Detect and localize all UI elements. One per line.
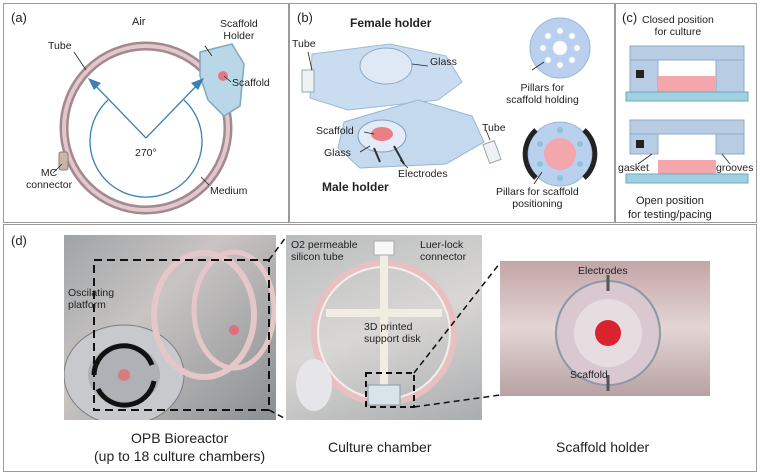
tube-label: Tube [48, 40, 72, 52]
pillars-positioning-label: Pillars for scaffold positioning [496, 186, 579, 210]
panel-d-label: (d) [11, 233, 27, 248]
oscillating-platform-label: Oscilating platform [68, 287, 115, 311]
scaffold-label-d: Scaffold [570, 369, 608, 381]
tube-left-label: Tube [292, 38, 316, 50]
panel-a: (a) Air Tube Scaffold Holder Scaffold 27… [3, 3, 289, 223]
scaffold-holder-photo [500, 261, 710, 396]
scaffold-label: Scaffold [232, 77, 270, 89]
scaffold-holder-diagram [301, 17, 598, 187]
luer-lock-label: Luer-lock connector [420, 239, 467, 263]
medium-label: Medium [210, 185, 248, 197]
panel-b: (b) [289, 3, 615, 223]
zoom-connectors [268, 236, 501, 420]
panel-c: (c) Closed position for culture gasket g… [615, 3, 757, 223]
bioreactor-ring-diagram [52, 41, 245, 215]
electrodes-label-d: Electrodes [578, 265, 628, 277]
caption-bioreactor: OPB Bioreactor (up to 18 culture chamber… [94, 430, 266, 464]
panel-c-label: (c) [622, 10, 638, 25]
closed-position-label: Closed position for culture [642, 14, 714, 38]
panel-d: (d) Oscilating platform [3, 224, 757, 472]
closure-diagram [625, 45, 749, 184]
support-disk-label: 3D printed support disk [364, 321, 421, 345]
electrodes-label-b: Electrodes [398, 168, 448, 180]
open-position-label: Open position for testing/pacing [628, 195, 712, 221]
gasket-label: gasket [618, 162, 649, 174]
angle-label: 270° [135, 147, 157, 159]
panel-b-label: (b) [297, 10, 313, 25]
female-holder-label: Female holder [350, 16, 432, 30]
scaffold-label-b: Scaffold [316, 125, 354, 137]
bioreactor-photo [64, 235, 276, 420]
glass-bottom-label: Glass [324, 147, 351, 159]
male-holder-label: Male holder [322, 180, 389, 194]
o2-tube-label: O2 permeable silicon tube [291, 239, 358, 263]
mc-connector-label: MC connector [26, 167, 73, 191]
caption-scaffold-holder: Scaffold holder [556, 439, 650, 455]
tube-right-label: Tube [482, 122, 506, 134]
pillars-holding-label: Pillars for scaffold holding [506, 82, 579, 106]
grooves-label: grooves [716, 162, 754, 174]
panel-a-label: (a) [11, 10, 27, 25]
air-label: Air [132, 16, 146, 28]
caption-culture-chamber: Culture chamber [328, 439, 432, 455]
culture-chamber-photo [286, 235, 482, 420]
scaffold-holder-label: Scaffold Holder [220, 18, 258, 42]
glass-top-label: Glass [430, 56, 457, 68]
